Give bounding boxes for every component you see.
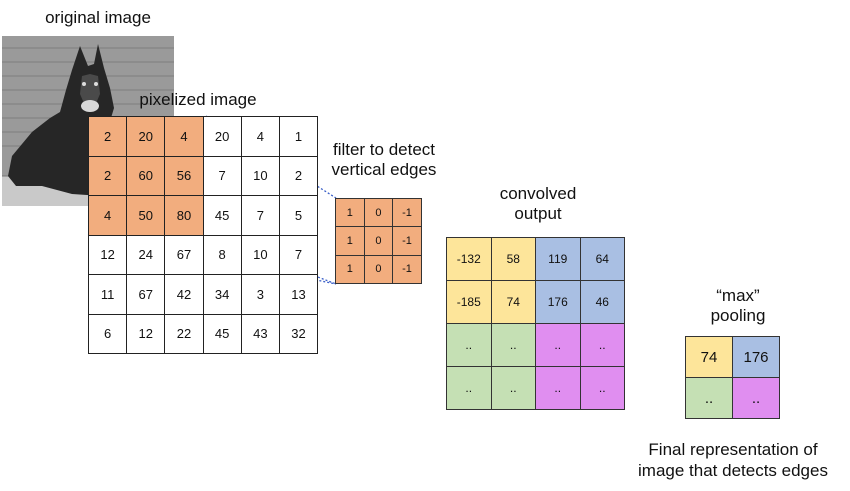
original-image-label: original image [45, 8, 151, 27]
convolved-cell: .. [491, 324, 536, 367]
pixel-cell: 4 [165, 117, 204, 157]
convolved-cell: .. [447, 324, 492, 367]
pixel-cell: 4 [241, 117, 280, 157]
pixel-cell: 2 [279, 156, 319, 196]
pixel-cell: 34 [203, 275, 242, 315]
pixel-cell: 80 [165, 196, 204, 236]
filter-label-line1: filter to detect [332, 140, 436, 159]
final-representation-line2: image that detects edges [638, 461, 828, 480]
pixel-cell: 24 [127, 235, 166, 275]
convolved-cell: -185 [447, 281, 492, 324]
pixel-cell: 67 [165, 235, 204, 275]
convolved-cell: 46 [580, 281, 625, 324]
filter-cell: -1 [393, 199, 422, 228]
convolved-cell: 176 [536, 281, 581, 324]
convolved-cell: .. [580, 324, 625, 367]
pixel-cell: 7 [279, 235, 319, 275]
pixel-cell: 67 [127, 275, 166, 315]
pixel-cell: 20 [203, 117, 242, 157]
convolved-cell: 119 [536, 238, 581, 281]
convolved-cell: .. [536, 367, 581, 410]
filter-cell: 1 [336, 199, 365, 228]
convolved-cell: .. [491, 367, 536, 410]
pooling-label-line2: pooling [710, 306, 766, 325]
pixel-cell: 45 [203, 196, 242, 236]
convolved-label-line2: output [514, 204, 562, 223]
convolved-cell: 58 [491, 238, 536, 281]
pixel-cell: 6 [89, 314, 128, 354]
filter-cell: 0 [364, 255, 394, 284]
filter-cell: 0 [364, 227, 394, 256]
pixel-cell: 3 [241, 275, 280, 315]
pixel-cell: 7 [241, 196, 280, 236]
pooled-cell: .. [686, 378, 733, 419]
pixel-cell: 7 [203, 156, 242, 196]
convolved-cell: .. [536, 324, 581, 367]
convolved-label-line1: convolved [499, 184, 577, 203]
pixel-cell: 13 [279, 275, 319, 315]
convolved-cell: 64 [580, 238, 625, 281]
filter-label-line2: vertical edges [331, 160, 437, 179]
pooling-label-line1: “max” [716, 286, 760, 305]
pixel-cell: 42 [165, 275, 204, 315]
filter-cell: -1 [393, 255, 422, 284]
pixel-cell: 12 [89, 235, 128, 275]
filter-cell: 1 [336, 227, 365, 256]
pixelized-image-label: pixelized image [139, 90, 257, 109]
pixel-cell: 2 [89, 117, 128, 157]
pixel-cell: 10 [241, 235, 280, 275]
pooled-cell: 176 [733, 337, 780, 378]
pixel-cell: 2 [89, 156, 128, 196]
filter-cell: 1 [336, 255, 365, 284]
pooled-cell: .. [733, 378, 780, 419]
pixel-cell: 60 [127, 156, 166, 196]
convolved-cell: .. [447, 367, 492, 410]
pooled-cell: 74 [686, 337, 733, 378]
pixel-cell: 10 [241, 156, 280, 196]
pixel-cell: 20 [127, 117, 166, 157]
pixel-cell: 22 [165, 314, 204, 354]
pixel-cell: 43 [241, 314, 280, 354]
pixel-cell: 50 [127, 196, 166, 236]
pixel-cell: 11 [89, 275, 128, 315]
pixel-cell: 5 [279, 196, 319, 236]
pixel-cell: 12 [127, 314, 166, 354]
pixel-cell: 1 [279, 117, 319, 157]
filter-cell: 0 [364, 199, 394, 228]
pixel-cell: 56 [165, 156, 204, 196]
convolved-cell: .. [580, 367, 625, 410]
filter-cell: -1 [393, 227, 422, 256]
pixel-cell: 32 [279, 314, 319, 354]
convolved-cell: -132 [447, 238, 492, 281]
pixel-cell: 8 [203, 235, 242, 275]
convolved-cell: 74 [491, 281, 536, 324]
pixel-cell: 4 [89, 196, 128, 236]
pixel-cell: 45 [203, 314, 242, 354]
final-representation-line1: Final representation of [648, 440, 818, 459]
